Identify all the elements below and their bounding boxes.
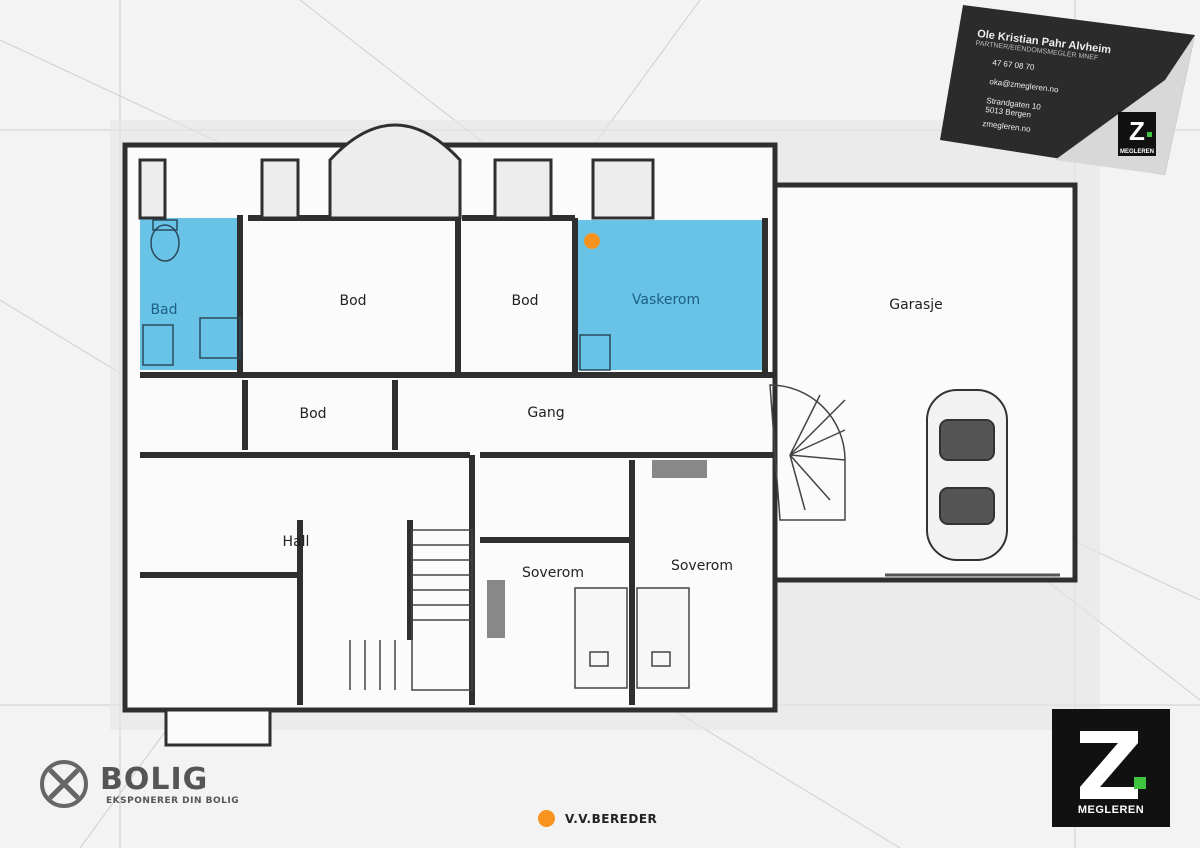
window-stubs — [138, 123, 655, 220]
entrance-step — [164, 708, 272, 747]
business-card-logo-dot — [1147, 132, 1152, 137]
room-label-bod-2: Bod — [511, 293, 538, 309]
room-label-vaskerom: Vaskerom — [632, 292, 700, 308]
vv-bereder-marker — [584, 233, 600, 249]
cabinet — [652, 460, 707, 478]
room-label-gang: Gang — [527, 405, 564, 421]
legend-label: V.V.BEREDER — [565, 811, 658, 826]
room-label-bod-3: Bod — [299, 406, 326, 422]
room-label-bod-1: Bod — [339, 293, 366, 309]
car-icon — [926, 389, 1008, 561]
business-card-corner — [1055, 35, 1195, 175]
stairs — [349, 384, 846, 691]
legend: V.V.BEREDER — [538, 810, 657, 827]
legend-dot-icon — [538, 810, 555, 827]
bolig-tagline: EKSPONERER DIN BOLIG — [106, 796, 240, 806]
interior-walls — [140, 215, 775, 705]
room-label-bad: Bad — [150, 302, 177, 318]
zmegleren-logo — [1052, 709, 1170, 827]
bad-fill — [140, 218, 240, 370]
bolig-brand: BOLIG — [100, 762, 209, 797]
business-card-logo-text: MEGLEREN — [1120, 149, 1154, 155]
closet — [487, 580, 505, 638]
room-label-hall: Hall — [283, 534, 310, 550]
room-label-garasje: Garasje — [889, 297, 943, 313]
bathroom-fixtures — [142, 219, 241, 366]
z-icon — [1080, 731, 1146, 799]
vaskerom-fill — [577, 220, 763, 370]
room-label-soverom-2: Soverom — [671, 558, 733, 574]
washer — [579, 334, 611, 371]
room-label-soverom-1: Soverom — [522, 565, 584, 581]
bolig-logo-icon — [40, 760, 88, 808]
zmegleren-logo-text: MEGLEREN — [1077, 804, 1145, 816]
business-card-logo-z: Z — [1129, 116, 1145, 146]
beds — [574, 587, 690, 689]
